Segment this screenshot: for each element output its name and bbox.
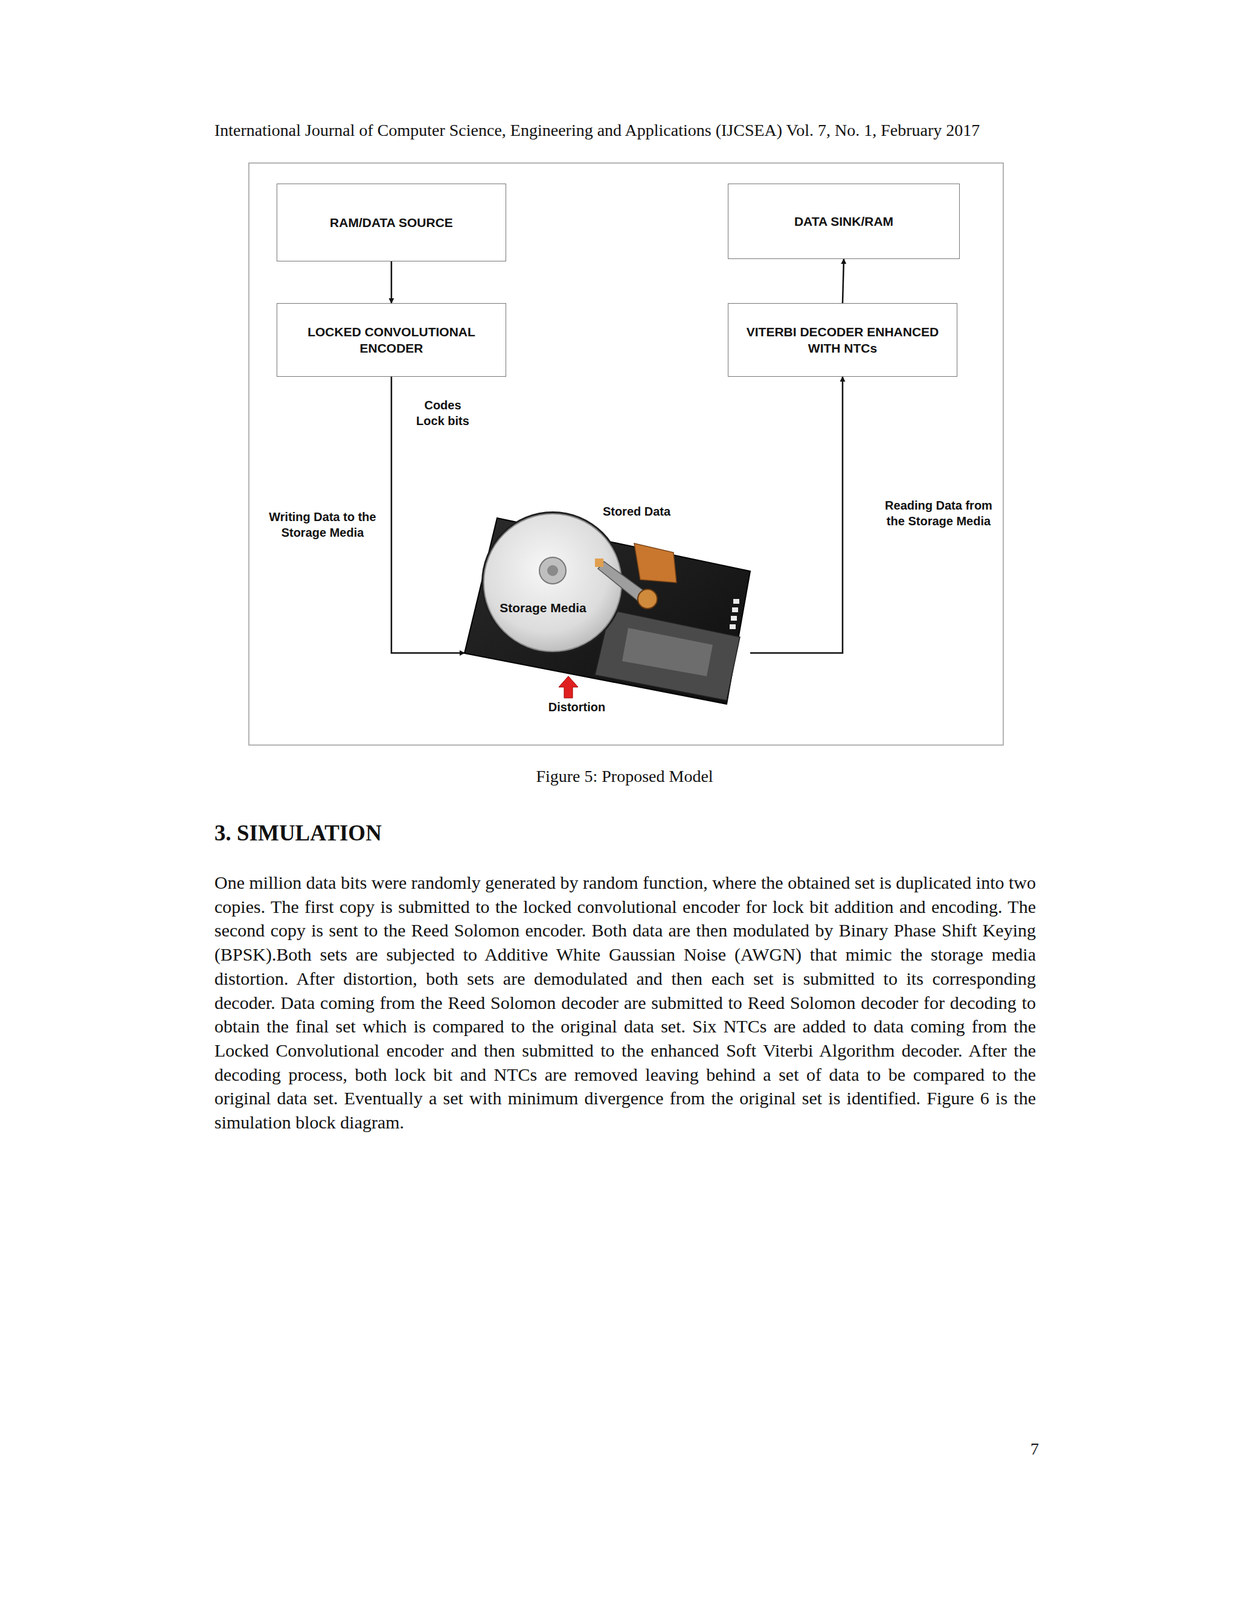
distortion-arrow	[558, 676, 579, 699]
data-label: Writing Data to the Storage Media	[264, 509, 381, 541]
data-label: Reading Data from the Storage Media	[874, 497, 1003, 530]
drive-chip	[622, 628, 713, 677]
process-box: VITERBI DECODER ENHANCED WITH NTCs	[727, 303, 958, 377]
data-label: Codes Lock bits	[409, 397, 476, 429]
data-label: Stored Data	[588, 503, 685, 520]
section-heading: 3. SIMULATION	[214, 820, 759, 847]
platter-rim	[481, 511, 624, 655]
spindle	[539, 557, 566, 585]
actuator-pivot	[637, 589, 658, 609]
body-paragraph: One million data bits were randomly gene…	[214, 870, 1036, 1135]
process-box: RAM/DATA SOURCE	[276, 183, 507, 262]
node-text: RAM/DATA SOURCE	[329, 214, 454, 231]
node-text: Storage Media	[488, 599, 598, 617]
drive-board	[594, 610, 740, 701]
platter	[483, 514, 622, 652]
process-box: LOCKED CONVOLUTIONAL ENCODER	[276, 303, 507, 377]
storage-node: Storage Media	[464, 515, 751, 705]
node-text: VITERBI DECODER ENHANCED WITH NTCs	[736, 323, 949, 357]
magnet	[634, 543, 677, 583]
connector-arrow	[750, 376, 843, 653]
running-head: International Journal of Computer Scienc…	[214, 120, 1048, 141]
connector-arrow	[390, 261, 393, 304]
process-box: DATA SINK/RAM	[727, 183, 960, 260]
page-number: 7	[1020, 1439, 1039, 1460]
distortion-label: Distortion	[534, 699, 620, 716]
connector-pins	[729, 599, 740, 630]
spindle-hub	[547, 565, 559, 577]
figure-caption: Figure 5: Proposed Model	[443, 767, 806, 787]
figure-frame	[248, 163, 1004, 746]
read-head	[594, 558, 604, 568]
node-text: LOCKED CONVOLUTIONAL ENCODER	[285, 323, 498, 357]
node-text: DATA SINK/RAM	[794, 213, 894, 230]
hard-drive	[464, 511, 751, 705]
connector-arrow	[842, 259, 844, 304]
